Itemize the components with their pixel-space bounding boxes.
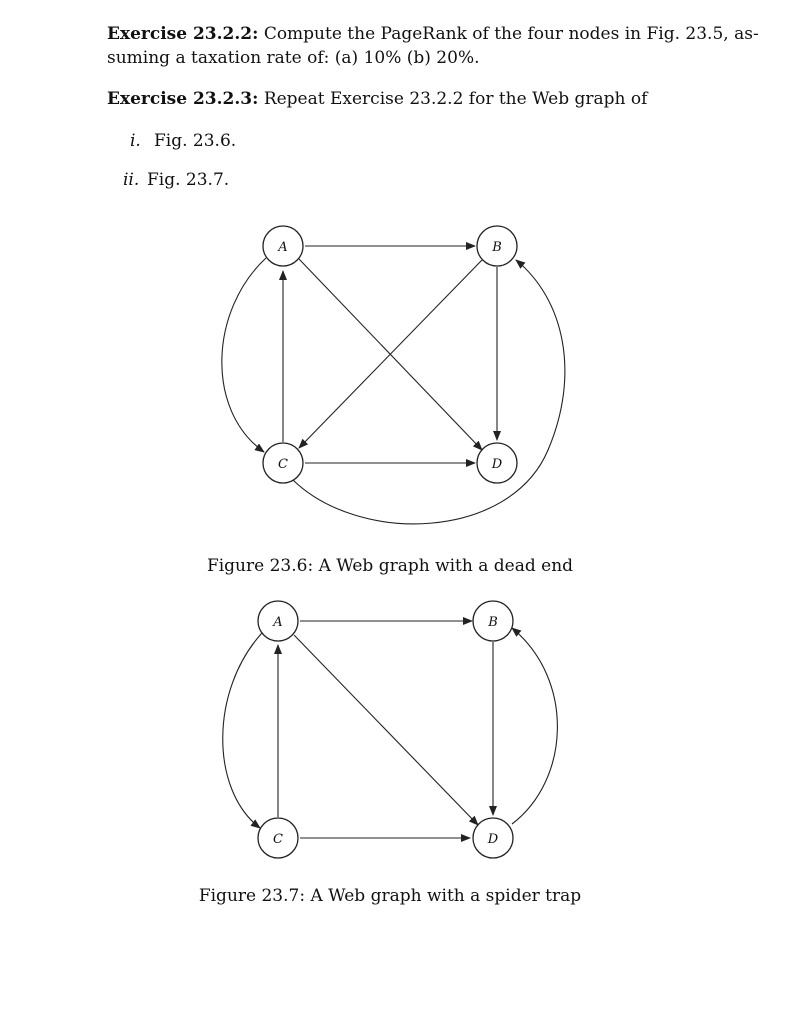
list-item: i. Fig. 23.6.: [130, 129, 236, 153]
graph-node-d: D: [476, 442, 518, 484]
edge-b-c: [298, 259, 483, 449]
list-item-text: Fig. 23.6.: [154, 131, 237, 151]
graph-node-a: A: [257, 600, 299, 642]
exercise-text: Repeat Exercise 23.2.2 for the Web graph…: [263, 89, 648, 109]
figure-23-7-graph: A B C D: [222, 600, 558, 859]
edge-a-c-curve: [222, 632, 263, 829]
node-label: D: [487, 832, 499, 847]
node-label: B: [487, 615, 498, 630]
graph-node-a: A: [262, 225, 304, 267]
graph-node-c: C: [262, 442, 304, 484]
figure-23-6-graph: A B C D: [221, 225, 566, 525]
edge-c-b-curve: [292, 259, 566, 525]
graph-node-c: C: [257, 817, 299, 859]
graph-node-b: B: [472, 600, 514, 642]
node-label: C: [278, 457, 288, 472]
figure-caption: Figure 23.6: A Web graph with a dead end: [206, 556, 574, 576]
list-item-number: i.: [130, 131, 141, 151]
exercise-label: Exercise 23.2.3:: [107, 89, 259, 109]
node-label: B: [491, 240, 502, 255]
node-label: A: [277, 240, 287, 255]
exercise-text-line1: Compute the PageRank of the four nodes i…: [263, 24, 759, 44]
exercise-text-line2: suming a taxation rate of: (a) 10% (b) 2…: [107, 48, 480, 68]
node-label: C: [273, 832, 283, 847]
figure-caption: Figure 23.7: A Web graph with a spider t…: [198, 886, 582, 906]
edge-a-d: [293, 634, 479, 826]
node-label: A: [272, 615, 282, 630]
graph-node-b: B: [476, 225, 518, 267]
list-item: ii. Fig. 23.7.: [123, 168, 229, 192]
list-item-text: Fig. 23.7.: [147, 170, 230, 190]
exercise-23-2-3: Exercise 23.2.3: Repeat Exercise 23.2.2 …: [107, 87, 767, 111]
edge-a-c-curve: [221, 257, 267, 453]
exercise-23-2-2: Exercise 23.2.2: Compute the PageRank of…: [107, 22, 767, 70]
node-label: D: [491, 457, 503, 472]
graph-node-d: D: [472, 817, 514, 859]
exercise-label: Exercise 23.2.2:: [107, 24, 259, 44]
list-item-number: ii.: [123, 170, 140, 190]
edge-d-b-curve: [511, 627, 558, 825]
